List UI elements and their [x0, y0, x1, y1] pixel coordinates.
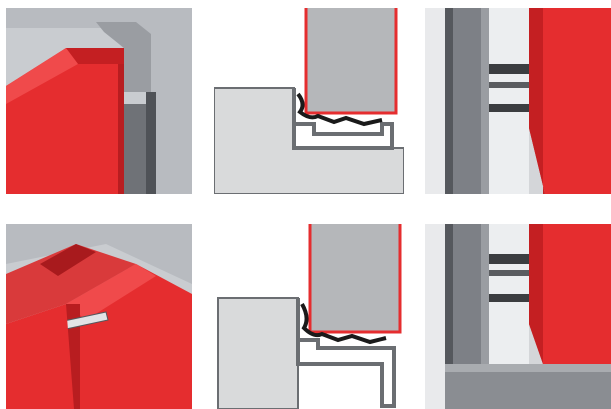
- frame-installed-photo-top: [425, 8, 611, 194]
- frame-installed-illustration-top: [425, 8, 611, 194]
- frame-corner-illustration-bottom: [6, 224, 192, 409]
- frame-corner-render-top: [6, 8, 192, 194]
- frame-section-illustration-bottom: [214, 224, 404, 409]
- frame-corner-illustration-top: [6, 8, 192, 194]
- frame-installed-photo-bottom: [425, 224, 611, 409]
- frame-corner-render-bottom: [6, 224, 192, 409]
- frame-installed-illustration-bottom: [425, 224, 611, 409]
- frame-section-drawing-bottom: [214, 224, 404, 409]
- frame-section-illustration-top: [214, 8, 404, 194]
- frame-section-drawing-top: [214, 8, 404, 194]
